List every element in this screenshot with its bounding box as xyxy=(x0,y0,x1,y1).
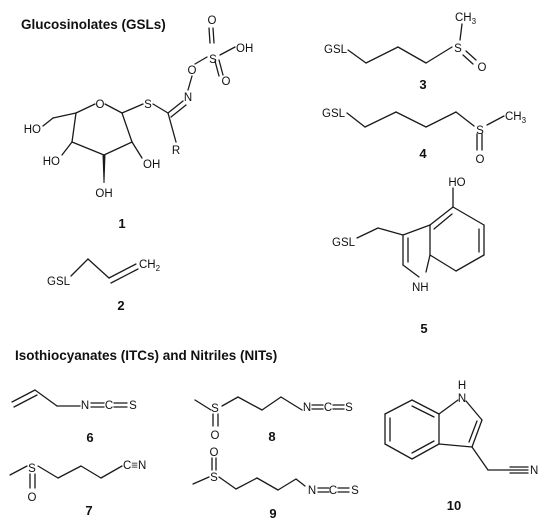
heading-glucosinolates: Glucosinolates (GSLs) xyxy=(21,17,166,32)
atom-gsl-2: GSL xyxy=(47,276,71,288)
atom-sulfate-oxygen-top: O xyxy=(208,15,217,27)
atom-sulfoxide-s-9: S xyxy=(210,472,218,484)
atom-hydroxyl-5: HO xyxy=(448,177,465,189)
structure-8-itc: S O N C S xyxy=(194,396,353,442)
ch3-subscript: 3 xyxy=(472,17,477,26)
atom-gsl-4: GSL xyxy=(322,108,346,120)
ch-label: CH xyxy=(505,111,522,123)
atom-n-10: N xyxy=(458,393,466,405)
atom-n-6: N xyxy=(81,400,89,412)
atom-r-group: R xyxy=(172,145,180,157)
atom-sulfoxide-o-4: O xyxy=(476,154,485,166)
ch3-subscript: 3 xyxy=(522,116,527,125)
structure-7-nitrile: S O C≡N xyxy=(9,460,146,504)
compound-number-6: 6 xyxy=(86,430,93,445)
structure-1-glucosinolate: O S N O S O O OH R HO HO OH OH xyxy=(24,15,254,200)
atom-gsl-3: GSL xyxy=(324,44,348,56)
compound-number-9: 9 xyxy=(269,506,276,521)
atom-nh-5: NH xyxy=(412,282,429,294)
compound-number-3: 3 xyxy=(419,77,426,92)
structure-4: GSL S O CH3 xyxy=(322,108,527,166)
compound-number-7: 7 xyxy=(85,503,92,518)
atom-methyl-4: CH3 xyxy=(505,111,527,125)
atom-c-8: C xyxy=(324,402,332,414)
atom-sulfoxide-s-8: S xyxy=(211,403,219,415)
ch2-subscript: 2 xyxy=(156,264,161,273)
compound-number-4: 4 xyxy=(419,146,427,161)
structure-2-allyl-gsl: GSL CH2 xyxy=(47,258,161,288)
compound-number-5: 5 xyxy=(420,321,427,336)
ch-label: CH xyxy=(455,12,472,24)
atom-sulfoxide-s-7: S xyxy=(28,463,36,475)
compound-number-2: 2 xyxy=(117,298,124,313)
atom-sulfate-hydroxyl: OH xyxy=(236,43,253,55)
atom-hydroxyl-c2: OH xyxy=(143,159,160,171)
structure-3: GSL S O CH3 xyxy=(324,12,487,74)
atom-terminal-ch2: CH2 xyxy=(139,259,161,273)
atom-hydroxyl-c6: HO xyxy=(24,124,41,136)
atom-sulfate-sulfur: S xyxy=(209,54,217,66)
atom-sulfoxide-s-3: S xyxy=(454,43,462,55)
heading-isothiocyanates-nitriles: Isothiocyanates (ITCs) and Nitriles (NIT… xyxy=(15,348,277,363)
compound-number-1: 1 xyxy=(118,216,125,231)
atom-c-6: C xyxy=(105,400,113,412)
atom-sulfoxide-o-8: O xyxy=(211,430,220,442)
atom-sulfoxide-s-4: S xyxy=(476,125,484,137)
ch-label: CH xyxy=(139,259,156,271)
atom-methyl-3: CH3 xyxy=(455,12,477,26)
structure-10-indole-acetonitrile: H N N xyxy=(384,380,538,477)
compound-number-10: 10 xyxy=(447,498,461,513)
atom-h-10: H xyxy=(458,380,466,392)
structure-6-allyl-itc: N C S xyxy=(11,389,137,412)
atom-nitrile-n-10: N xyxy=(530,465,538,477)
atom-s-6: S xyxy=(129,400,137,412)
atom-oxime-oxygen: O xyxy=(188,65,197,77)
atom-sulfoxide-o-3: O xyxy=(478,62,487,74)
atom-thio-sulfur: S xyxy=(144,99,152,111)
atom-ring-oxygen: O xyxy=(96,99,105,111)
atom-imine-nitrogen: N xyxy=(184,92,192,104)
atom-hydroxyl-c4: HO xyxy=(43,156,60,168)
atom-sulfoxide-o-7: O xyxy=(28,492,37,504)
structure-9-itc: S O N C S xyxy=(192,447,359,497)
atom-n-9: N xyxy=(308,485,316,497)
atom-sulfoxide-o-9: O xyxy=(210,447,219,459)
atom-c-9: C xyxy=(329,485,337,497)
atom-sulfate-oxygen-bottom: O xyxy=(222,76,231,88)
atom-nitrile-7: C≡N xyxy=(123,460,146,472)
atom-n-8: N xyxy=(303,402,311,414)
structure-5-indolyl-gsl: HO GSL NH xyxy=(332,177,485,294)
atom-s-9: S xyxy=(351,485,359,497)
atom-s-8: S xyxy=(345,402,353,414)
compound-number-8: 8 xyxy=(268,429,275,444)
atom-gsl-5: GSL xyxy=(332,237,356,249)
atom-hydroxyl-c3: OH xyxy=(95,188,112,200)
